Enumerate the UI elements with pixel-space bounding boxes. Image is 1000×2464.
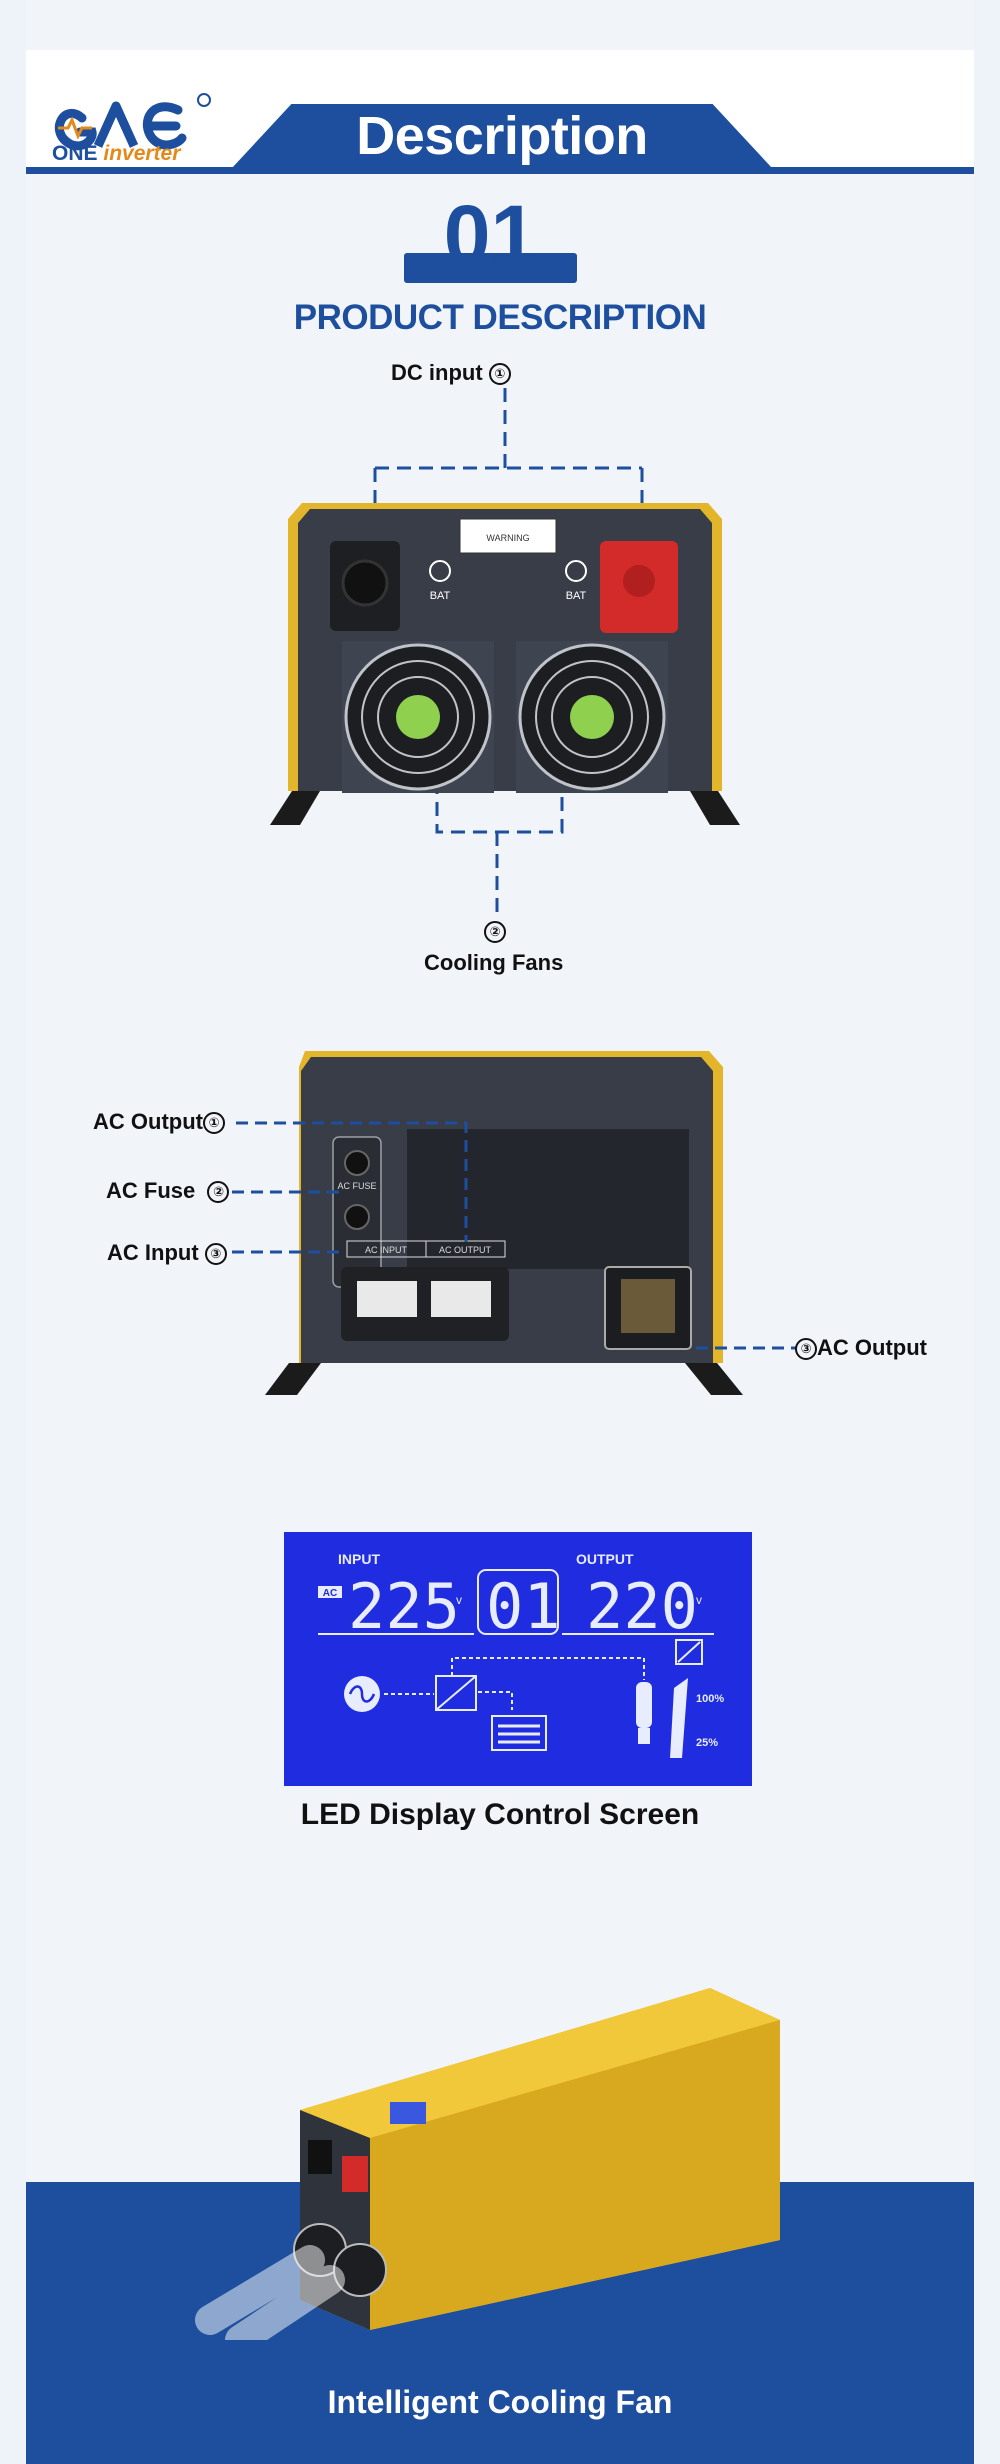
lcd-battery-icon bbox=[491, 1715, 547, 1751]
brand-tagline: ONE inverter bbox=[52, 142, 180, 166]
lcd-load-bar bbox=[670, 1678, 688, 1758]
inverter-front-panel: WARNING BAT BAT bbox=[270, 503, 740, 825]
cooling-fans-marker-wrap: ② bbox=[484, 918, 506, 944]
brand-logo bbox=[54, 93, 211, 151]
header-underline bbox=[26, 167, 974, 174]
ac-fuse-text: AC Fuse bbox=[106, 1178, 196, 1203]
brand-one-text: ONE bbox=[52, 142, 98, 165]
lcd-input-label: INPUT bbox=[338, 1551, 380, 1567]
bat-positive-label: BAT bbox=[566, 590, 587, 602]
ac-input-label: AC Input ③ bbox=[107, 1240, 227, 1266]
panel-ac-output-text: AC OUTPUT bbox=[439, 1245, 492, 1255]
ac-output-left-text: AC Output bbox=[93, 1109, 203, 1134]
header-tab bbox=[232, 104, 772, 168]
inverter-back-panel: AC FUSE AC INPUT AC OUTPUT bbox=[265, 1051, 743, 1395]
ac-input-text: AC Input bbox=[107, 1240, 199, 1265]
section-number: 01 bbox=[443, 188, 538, 282]
page-title: Description bbox=[356, 106, 648, 166]
lcd-output-value: 220 bbox=[586, 1570, 698, 1643]
lcd-caption: LED Display Control Screen bbox=[300, 1798, 700, 1831]
back-view-callouts bbox=[232, 1121, 796, 1350]
lcd-display: INPUT OUTPUT AC 225 v 01 220 v 100% 25% bbox=[284, 1532, 752, 1786]
ac-fuse-label: AC Fuse ② bbox=[106, 1178, 230, 1204]
lcd-input-unit: v bbox=[456, 1593, 462, 1607]
lcd-mode-value: 01 bbox=[486, 1570, 561, 1643]
ac-output-left-marker: ① bbox=[202, 1112, 225, 1135]
warning-label: WARNING bbox=[486, 533, 529, 543]
section-number-bar bbox=[404, 253, 577, 283]
front-view-callouts bbox=[373, 388, 644, 920]
lcd-load-low: 25% bbox=[696, 1737, 718, 1749]
lcd-bulb-icon bbox=[636, 1682, 652, 1744]
lcd-inverter-icon bbox=[435, 1675, 477, 1711]
cooling-fan-left-icon bbox=[342, 641, 494, 793]
lcd-input-value: 225 bbox=[348, 1570, 460, 1643]
dc-input-label: DC input ① bbox=[391, 360, 511, 386]
ac-output-right-text: AC Output bbox=[817, 1335, 927, 1360]
inverter-product-image bbox=[195, 1988, 780, 2340]
section-title: PRODUCT DESCRIPTION bbox=[293, 298, 707, 337]
brand-inverter-text: inverter bbox=[103, 142, 181, 165]
cooling-fans-label: Cooling Fans bbox=[424, 950, 564, 975]
dc-input-marker: ① bbox=[488, 363, 511, 386]
cooling-fans-marker: ② bbox=[484, 921, 506, 944]
lcd-output-label: OUTPUT bbox=[576, 1551, 634, 1567]
panel-fuse-text: AC FUSE bbox=[337, 1181, 376, 1191]
ac-fuse-marker: ② bbox=[207, 1181, 230, 1204]
lcd-output-unit: v bbox=[696, 1593, 702, 1607]
bat-negative-label: BAT bbox=[430, 590, 451, 602]
panel-ac-input-text: AC INPUT bbox=[365, 1245, 408, 1255]
lcd-mute-icon bbox=[675, 1639, 703, 1665]
ac-input-marker: ③ bbox=[204, 1243, 227, 1266]
dc-input-text: DC input bbox=[391, 360, 483, 385]
lcd-ac-source-icon bbox=[344, 1676, 380, 1712]
lcd-ac-tag: AC bbox=[323, 1588, 337, 1599]
product-lcd-icon bbox=[390, 2102, 426, 2124]
product-caption: Intelligent Cooling Fan bbox=[327, 2384, 673, 2420]
lcd-load-high: 100% bbox=[696, 1693, 724, 1705]
ac-output-right-marker: ③ bbox=[795, 1338, 817, 1361]
cooling-fan-right-icon bbox=[516, 641, 668, 793]
